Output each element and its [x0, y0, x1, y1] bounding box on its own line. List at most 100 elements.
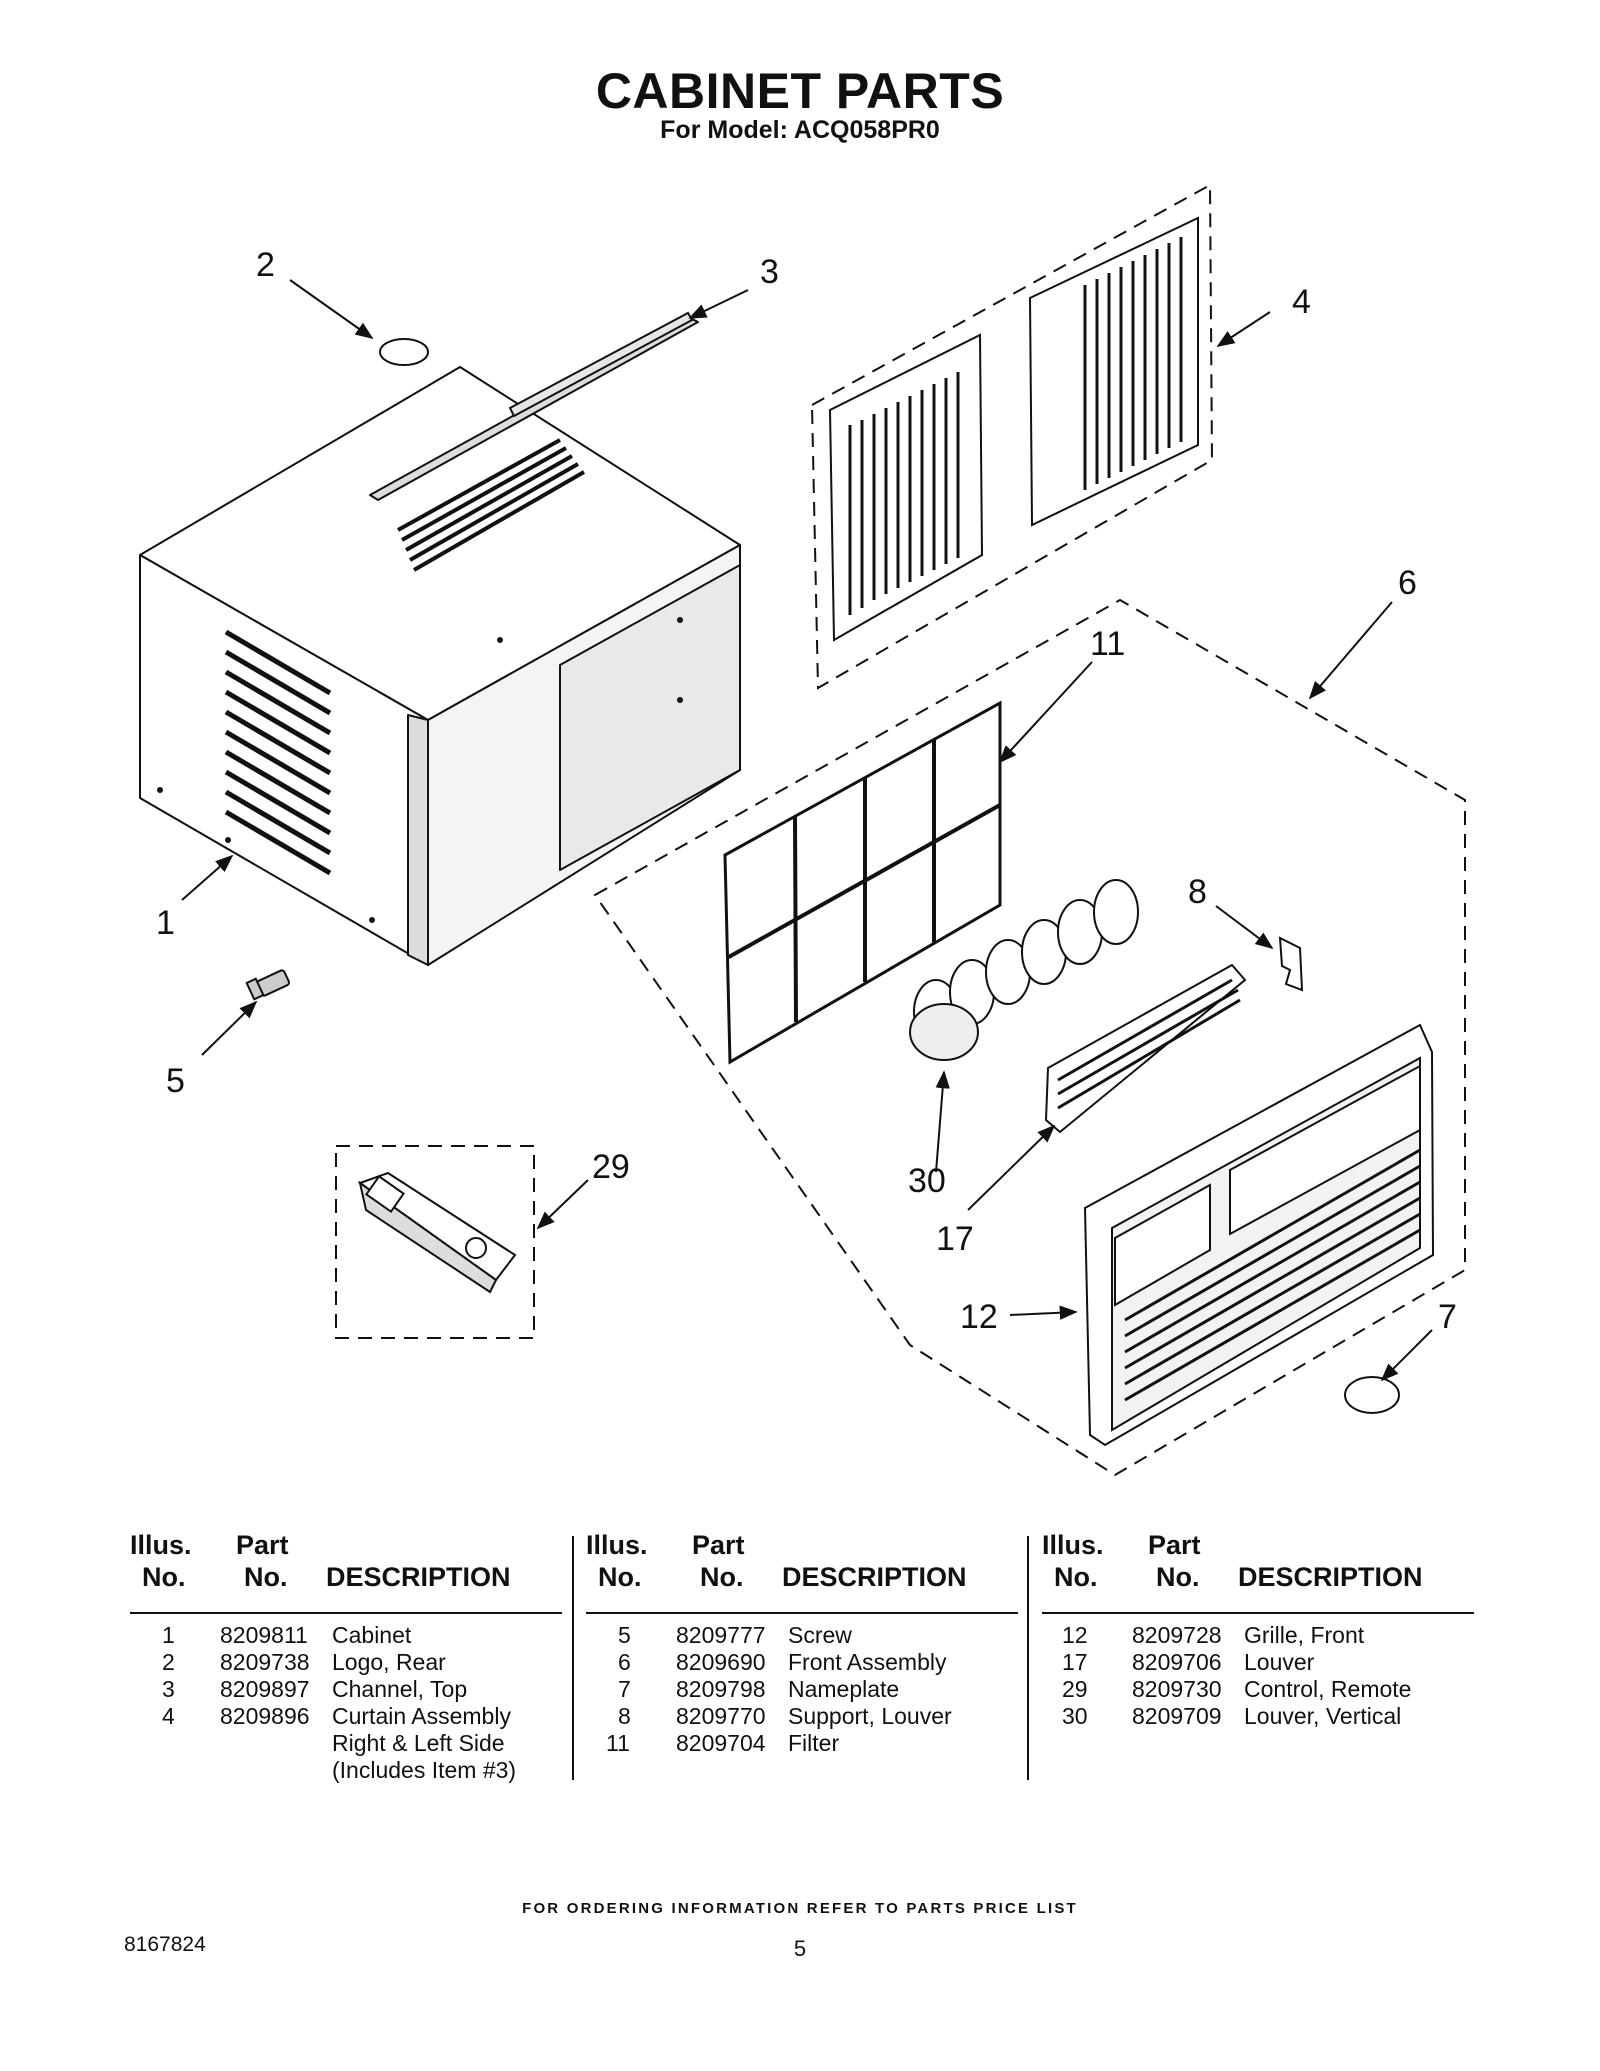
- illus-no: 11: [606, 1730, 630, 1756]
- part-no: 8209897: [220, 1676, 310, 1702]
- callout-29: 29: [592, 1148, 630, 1186]
- part-no: 8209770: [676, 1703, 766, 1729]
- part-no: 8209738: [220, 1649, 310, 1675]
- callout-5: 5: [166, 1062, 185, 1100]
- filter-drawing: [723, 700, 1002, 1065]
- illus-no: 5: [618, 1622, 631, 1648]
- callout-8: 8: [1188, 873, 1207, 911]
- part-no: 8209811: [220, 1622, 308, 1648]
- parts-column-3: Illus. No. Part No. DESCRIPTION 12 820972…: [1042, 1530, 1474, 1729]
- part-description: Channel, Top: [332, 1676, 468, 1702]
- part-description: Right & Left Side: [332, 1730, 505, 1756]
- parts-header: Illus. No. Part No. DESCRIPTION: [1042, 1530, 1474, 1610]
- illus-header-2: No.: [1054, 1562, 1098, 1592]
- illus-no: 4: [162, 1703, 175, 1729]
- description-header: DESCRIPTION: [1238, 1562, 1423, 1592]
- illus-no: 7: [618, 1676, 631, 1702]
- part-no: 8209709: [1132, 1703, 1222, 1729]
- header-rule: [130, 1612, 562, 1614]
- parts-header: Illus. No. Part No. DESCRIPTION: [586, 1530, 1018, 1610]
- header-rule: [586, 1612, 1018, 1614]
- column-divider: [572, 1536, 574, 1780]
- part-no: 8209706: [1132, 1649, 1222, 1675]
- callout-2: 2: [256, 246, 275, 284]
- illus-no: 30: [1062, 1703, 1088, 1729]
- illus-no: 3: [162, 1676, 175, 1702]
- front-grille-drawing: [1083, 1023, 1435, 1447]
- callout-30: 30: [908, 1162, 946, 1200]
- ordering-note: FOR ORDERING INFORMATION REFER TO PARTS …: [522, 1900, 1078, 1917]
- description-header: DESCRIPTION: [782, 1562, 967, 1592]
- part-header-1: Part: [236, 1530, 289, 1560]
- part-no: 8209704: [676, 1730, 766, 1756]
- page-title: CABINET PARTS: [595, 63, 1005, 119]
- remote-control-drawing: [335, 1145, 535, 1339]
- part-description: Curtain Assembly: [332, 1703, 511, 1729]
- illus-no: 2: [162, 1649, 175, 1675]
- part-description: Front Assembly: [788, 1649, 947, 1675]
- part-description: Support, Louver: [788, 1703, 952, 1729]
- document-number: 8167824: [124, 1933, 206, 1956]
- part-description: Cabinet: [332, 1622, 412, 1648]
- header-rule: [1042, 1612, 1474, 1614]
- illus-header-2: No.: [142, 1562, 186, 1592]
- part-description: Louver, Vertical: [1244, 1703, 1402, 1729]
- part-description: (Includes Item #3): [332, 1757, 517, 1783]
- part-header-1: Part: [692, 1530, 745, 1560]
- part-no: 8209896: [220, 1703, 310, 1729]
- column-divider: [1027, 1536, 1029, 1780]
- part-no: 8209728: [1132, 1622, 1222, 1648]
- curtain-assembly-drawing: [810, 183, 1214, 690]
- nameplate-drawing: [1344, 1376, 1400, 1414]
- illus-header-1: Illus.: [130, 1530, 192, 1560]
- parts-column-2: Illus. No. Part No. DESCRIPTION 5 8209777…: [586, 1530, 1018, 1756]
- part-description: Grille, Front: [1244, 1622, 1365, 1648]
- callout-1: 1: [156, 904, 175, 942]
- part-description: Screw: [788, 1622, 852, 1648]
- part-header-2: No.: [244, 1562, 288, 1592]
- part-description: Louver: [1244, 1649, 1315, 1675]
- illus-header-2: No.: [598, 1562, 642, 1592]
- parts-header: Illus. No. Part No. DESCRIPTION: [130, 1530, 562, 1610]
- part-no: 8209798: [676, 1676, 766, 1702]
- part-header-1: Part: [1148, 1530, 1201, 1560]
- exploded-parts-diagram: 1 2 3 4 5 6 7 8 11 12 17 29 30: [139, 183, 1466, 1477]
- illus-header-1: Illus.: [586, 1530, 648, 1560]
- callout-4: 4: [1292, 283, 1311, 321]
- top-channel-drawing: [508, 311, 694, 418]
- callout-11: 11: [1090, 625, 1125, 663]
- callout-6: 6: [1398, 564, 1417, 602]
- illus-no: 1: [162, 1622, 175, 1648]
- callout-12: 12: [960, 1298, 998, 1336]
- part-header-2: No.: [1156, 1562, 1200, 1592]
- parts-column-1: Illus. No. Part No. DESCRIPTION 1 8209811…: [130, 1530, 562, 1783]
- leader-arrows: [181, 279, 1433, 1382]
- callout-17: 17: [936, 1220, 974, 1258]
- callout-3: 3: [760, 253, 779, 291]
- cabinet-drawing: [139, 317, 741, 966]
- part-no: 8209730: [1132, 1676, 1222, 1702]
- part-no: 8209777: [676, 1622, 766, 1648]
- vertical-louver-drawing: [909, 879, 1139, 1061]
- part-description: Nameplate: [788, 1676, 900, 1702]
- illus-no: 6: [618, 1649, 631, 1675]
- callout-7: 7: [1438, 1298, 1457, 1336]
- illus-header-1: Illus.: [1042, 1530, 1104, 1560]
- front-assembly-outline: [593, 598, 1466, 1477]
- illus-no: 12: [1062, 1622, 1088, 1648]
- page-number: 5: [793, 1936, 807, 1961]
- louver-support-drawing: [1278, 936, 1304, 992]
- part-description: Control, Remote: [1244, 1676, 1412, 1702]
- model-subtitle: For Model: ACQ058PR0: [660, 116, 940, 144]
- part-description: Logo, Rear: [332, 1649, 446, 1675]
- illus-no: 17: [1062, 1649, 1088, 1675]
- rear-logo-drawing: [379, 338, 429, 366]
- louver-drawing: [1044, 963, 1247, 1134]
- part-description: Filter: [788, 1730, 840, 1756]
- illus-no: 29: [1062, 1676, 1088, 1702]
- part-no: 8209690: [676, 1649, 766, 1675]
- illus-no: 8: [618, 1703, 631, 1729]
- part-header-2: No.: [700, 1562, 744, 1592]
- screw-drawing: [245, 969, 290, 1001]
- description-header: DESCRIPTION: [326, 1562, 511, 1592]
